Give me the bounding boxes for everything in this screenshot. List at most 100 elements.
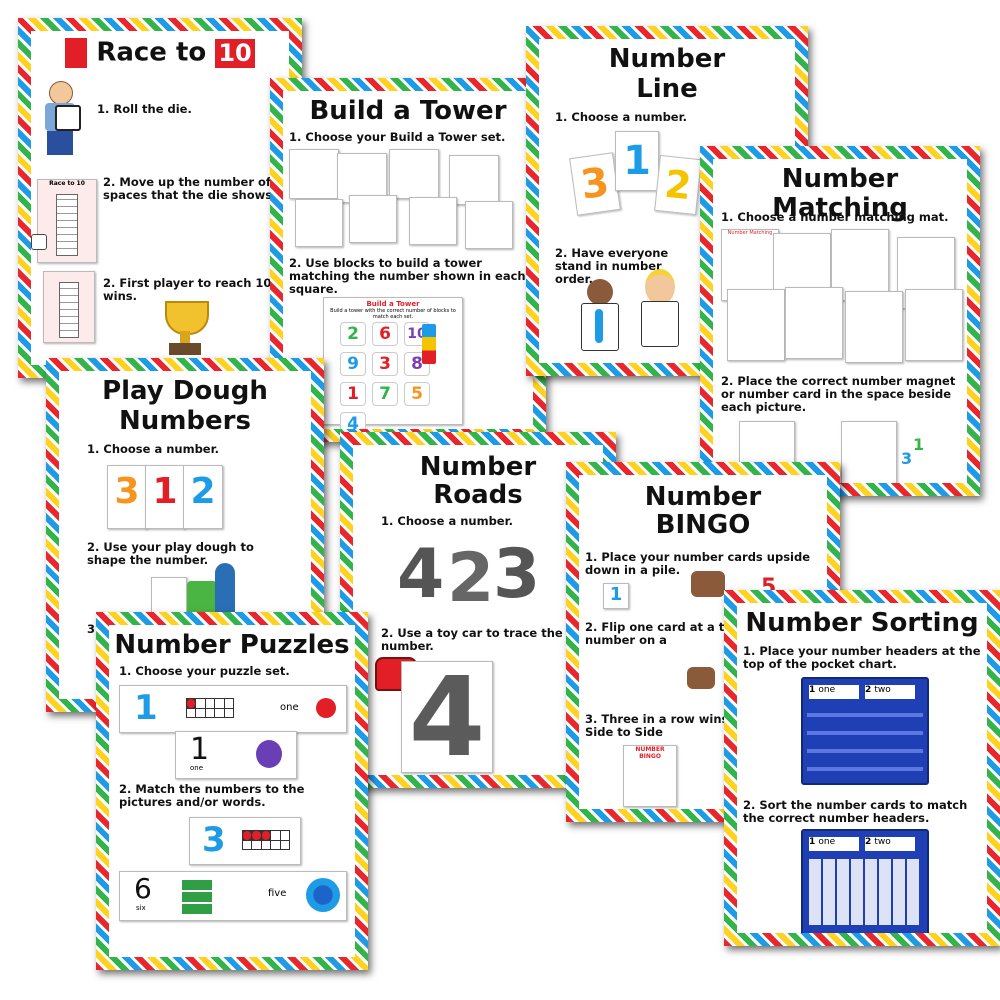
matching-step-2: 2. Place the correct number magnet or nu… <box>721 374 956 414</box>
grid-number: 2 <box>340 322 366 346</box>
road-number-2: 2 <box>447 539 495 618</box>
header-word: one <box>818 685 836 695</box>
header-number: 1 <box>809 837 816 847</box>
puzzle-number: 3 <box>202 820 226 860</box>
playdough-title-1: Play Dough <box>102 376 268 406</box>
numberline-title-1: Number <box>608 44 726 74</box>
grid-number: 5 <box>404 382 430 406</box>
race-title-number: 10 <box>215 38 255 68</box>
matching-sample-2 <box>841 421 897 483</box>
grid-number: 4 <box>340 412 366 429</box>
kid-icon <box>215 563 235 615</box>
number-card-1: 1 <box>615 131 659 191</box>
blue-dots-icon <box>306 878 340 912</box>
header-word: two <box>874 685 891 695</box>
red-dot-icon <box>316 698 336 718</box>
tower-title: Build a Tower <box>309 96 507 126</box>
number-card-3: 3 <box>569 152 621 216</box>
grid-number: 9 <box>340 352 366 376</box>
bingo-title-1: Number <box>644 482 762 512</box>
puzzle-strip-3: 3 <box>189 817 301 865</box>
bingo-board-label: NUMBER BINGO <box>635 746 665 760</box>
race-board-label: Race to 10 <box>49 180 85 187</box>
race-board-2 <box>43 271 95 343</box>
tower-number-grid: 2 6 10 9 3 8 1 7 5 4 <box>340 322 450 429</box>
road-number-4: 4 <box>397 535 445 614</box>
kid-holding-number-icon <box>575 279 625 359</box>
card-number: 1 <box>623 138 651 184</box>
sorted-cards <box>809 859 919 925</box>
race-to-10-card: Race to 10 1. Roll the die. Race to 10 2… <box>18 18 302 378</box>
bingo-board: NUMBER BINGO <box>623 745 677 807</box>
playdough-card-1: 1 <box>145 465 185 529</box>
header-number: 2 <box>865 837 872 847</box>
puzzle-word: one <box>280 702 299 713</box>
puzzle-number: 1 <box>190 732 210 767</box>
card-number: 2 <box>662 161 694 209</box>
ten-frame-icon <box>242 830 290 850</box>
number-magnet-1: 1 <box>913 435 925 454</box>
kid-holding-number-icon <box>635 269 685 359</box>
grid-number: 3 <box>372 352 398 376</box>
play-dough-can-icon <box>187 581 217 615</box>
puzzle-word: five <box>268 888 287 899</box>
race-step-1: 1. Roll the die. <box>97 102 192 116</box>
puzzle-strip-2: 1 one <box>175 731 297 779</box>
numberline-step-2: 2. Have everyone stand in number order. <box>555 246 669 286</box>
header-number: 1 <box>809 685 816 695</box>
card-number: 2 <box>190 471 216 512</box>
die-icon <box>31 234 47 250</box>
bingo-title-2: BINGO <box>655 510 751 540</box>
pocket-row <box>807 713 923 717</box>
playdough-step-1: 1. Choose a number. <box>87 442 220 456</box>
roads-step-1: 1. Choose a number. <box>381 514 514 528</box>
number-puzzles-card: Number Puzzles 1. Choose your puzzle set… <box>96 612 368 970</box>
roads-title-2: Roads <box>433 480 523 510</box>
pocket-row <box>807 749 923 753</box>
title-flag <box>65 38 88 68</box>
road-number-3: 3 <box>493 535 541 614</box>
numberline-step-1: 1. Choose a number. <box>555 110 688 124</box>
card-number: 3 <box>578 159 612 209</box>
number-card-2: 2 <box>654 154 702 216</box>
race-step-3: 2. First player to reach 10 wins. <box>103 276 272 303</box>
puzzles-title: Number Puzzles <box>114 630 350 660</box>
block-tower-icon <box>422 324 436 364</box>
sort-header-2: 2 two <box>865 837 915 851</box>
grid-number: 6 <box>372 322 398 346</box>
card-number: 3 <box>114 471 140 512</box>
grid-number: 7 <box>372 382 398 406</box>
puzzle-strip-1: 1 one <box>119 685 347 733</box>
matching-step-1: 1. Choose a number matching mat. <box>721 210 949 224</box>
card-number: 1 <box>152 471 178 512</box>
playdough-card-3: 3 <box>107 465 147 529</box>
playdough-card-2: 2 <box>183 465 223 529</box>
sorting-title: Number Sorting <box>745 608 979 638</box>
matching-title: Number Matching <box>772 164 908 223</box>
big-road-card: 4 <box>401 661 493 773</box>
race-title-text: Race to <box>96 37 207 68</box>
sorting-step-2: 2. Sort the number cards to match the co… <box>743 798 968 825</box>
bingo-number-card-1: 1 <box>603 583 629 609</box>
numberline-title-2: Line <box>636 74 698 104</box>
pocket-row <box>807 731 923 735</box>
roads-title-1: Number <box>419 452 537 482</box>
tower-step-1: 1. Choose your Build a Tower set. <box>289 130 506 144</box>
tower-set-thumbnails <box>289 149 529 249</box>
race-board-1: Race to 10 <box>37 179 97 263</box>
mat-label: Number Matching <box>727 230 773 236</box>
grid-number: 1 <box>340 382 366 406</box>
tower-worksheet: Build a Tower Build a tower with the cor… <box>323 297 463 429</box>
bear-icon <box>256 740 282 768</box>
roads-step-2: 2. Use a toy car to trace the number. <box>381 626 563 653</box>
card-number: 1 <box>609 584 623 605</box>
tower-step-2: 2. Use blocks to build a tower matching … <box>289 256 526 296</box>
race-card-title: Race to 10 <box>31 38 289 68</box>
puzzle-word: one <box>190 764 204 772</box>
trophy-icon <box>155 301 215 361</box>
kid-with-die-icon <box>41 81 81 159</box>
puzzle-number: 6 <box>134 872 152 905</box>
worksheet-title: Build a Tower <box>366 300 420 308</box>
hand-count-icon <box>691 571 725 597</box>
race-step-2: 2. Move up the number of spaces that the… <box>103 175 277 202</box>
